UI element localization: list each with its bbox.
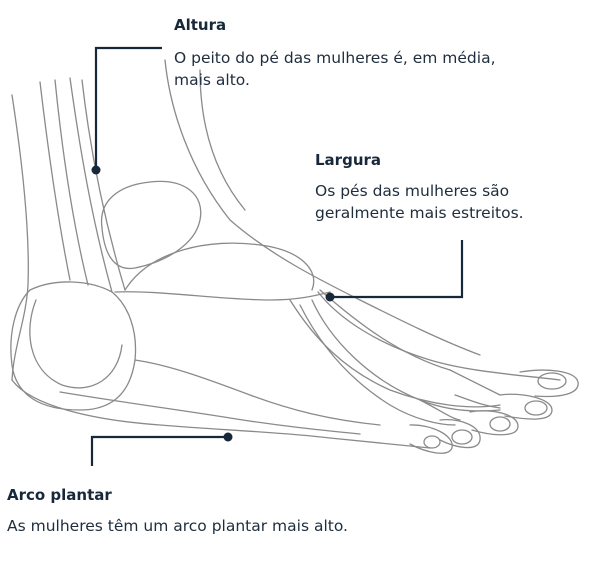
metatarsal-2 (312, 300, 500, 411)
callout-largura: Largura Os pés das mulheres são geralmen… (315, 150, 590, 224)
talus-bone (102, 181, 201, 268)
arco-title: Arco plantar (7, 485, 367, 505)
cuboid (135, 360, 380, 425)
big-toe (520, 370, 578, 396)
leg-inner-line-2 (55, 80, 88, 285)
callout-dots (92, 166, 335, 442)
callout-leaders (92, 48, 462, 466)
toe-2-nail (525, 401, 547, 415)
big-toe-nail (538, 373, 566, 389)
altura-description: O peito do pé das mulheres é, em média, … (174, 47, 504, 91)
callout-arco-plantar: Arco plantar As mulheres têm um arco pla… (7, 485, 367, 537)
toe-5-nail (424, 436, 440, 448)
navicular (125, 243, 314, 290)
toe-4-nail (452, 430, 472, 444)
altura-title: Altura (174, 15, 504, 35)
heel-outline (11, 282, 136, 410)
heel-inner (30, 300, 122, 388)
altura-marker-dot (92, 166, 101, 175)
shin-front-2 (200, 70, 245, 210)
callout-altura: Altura O peito do pé das mulheres é, em … (174, 15, 504, 91)
altura-leader (96, 48, 162, 170)
largura-title: Largura (315, 150, 590, 170)
metatarsal-4 (290, 300, 500, 407)
toe-3-nail (490, 417, 510, 431)
arco-description: As mulheres têm um arco plantar mais alt… (7, 515, 367, 537)
arco-marker-dot (224, 433, 233, 442)
toe-5 (410, 425, 452, 453)
leg-inner-line-1 (40, 82, 70, 280)
arco-leader (92, 437, 228, 466)
largura-description: Os pés das mulheres são geralmente mais … (315, 180, 590, 224)
metatarsal-3 (300, 305, 455, 425)
sole-inner (60, 392, 360, 434)
leg-front-line (70, 78, 112, 292)
largura-leader (330, 240, 462, 297)
toe-joints (420, 370, 500, 420)
largura-marker-dot (326, 293, 335, 302)
midfoot-1 (115, 292, 330, 300)
leg-back-line (12, 95, 28, 380)
